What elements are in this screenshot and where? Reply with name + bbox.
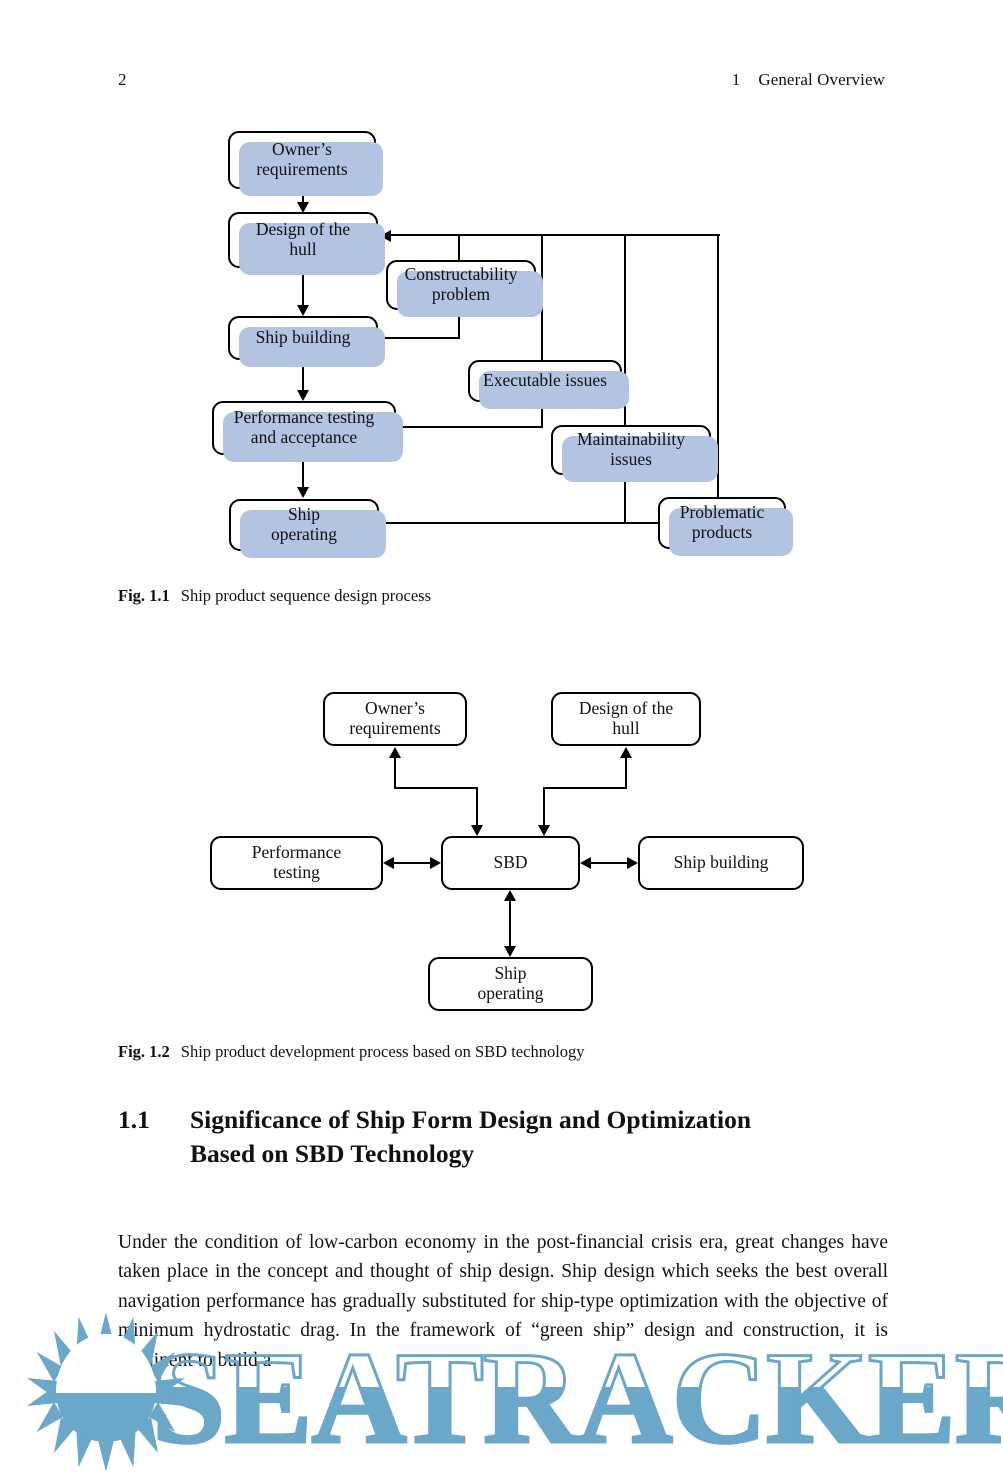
fig11-box-problematic-products: Problematic products bbox=[658, 497, 793, 556]
fig12-caption-number: Fig. 1.2 bbox=[118, 1042, 170, 1061]
fig11-box-ship-operating: Ship operating bbox=[229, 499, 386, 558]
fig12-box-design-of-the-hull: Design of the hull bbox=[551, 692, 701, 746]
fig12-performance-testing-line1: Performance bbox=[251, 842, 342, 863]
fig11-connector-owners-to-design bbox=[302, 189, 305, 205]
chapter-title: General Overview bbox=[758, 70, 885, 89]
fig12-owners-requirements-line1: Owner’s bbox=[365, 698, 425, 719]
fig12-connector-performance-sbd bbox=[394, 861, 430, 864]
fig12-connector-sbd-shipbuilding bbox=[591, 861, 627, 864]
fig11-problematic-line1: Problematic bbox=[679, 502, 765, 523]
fig11-maintainability-line1: Maintainability bbox=[577, 429, 685, 450]
fig11-caption-number: Fig. 1.1 bbox=[118, 586, 170, 605]
fig11-performance-line2: and acceptance bbox=[250, 427, 358, 447]
fig11-feedback-bus-horizontal bbox=[391, 234, 720, 237]
fig12-ship-operating-line1: Ship bbox=[494, 963, 527, 984]
section-heading: 1.1 Significance of Ship Form Design and… bbox=[118, 1103, 908, 1171]
fig11-link-shipbuilding-to-constructability bbox=[378, 337, 460, 340]
running-head: 2 1 General Overview bbox=[118, 70, 885, 94]
fig11-ship-building-label: Ship building bbox=[255, 327, 351, 348]
fig11-box-design-of-the-hull: Design of the hull bbox=[228, 212, 385, 275]
fig12-elbow-owners-requirements bbox=[394, 787, 478, 790]
fig11-riser-problematic-products bbox=[717, 234, 720, 504]
chapter-reference: 1 General Overview bbox=[732, 70, 885, 90]
fig11-performance-line1: Performance testing bbox=[233, 407, 375, 428]
fig11-connector-building-to-performance bbox=[302, 360, 305, 390]
fig11-link-performance-to-executable bbox=[396, 426, 543, 429]
fig12-box-ship-building: Ship building bbox=[638, 836, 804, 890]
fig12-design-hull-line1: Design of the bbox=[578, 698, 674, 719]
fig11-problematic-line2: products bbox=[691, 522, 753, 542]
section-title-line1: Significance of Ship Form Design and Opt… bbox=[190, 1105, 752, 1134]
fig11-box-executable-issues: Executable issues bbox=[468, 360, 629, 409]
fig12-arrowhead-to-sbd-from-design-hull bbox=[537, 825, 550, 836]
fig12-arrowhead-to-design-hull bbox=[619, 747, 632, 758]
fig12-riser-sbd-to-design-hull bbox=[543, 787, 546, 825]
fig12-drop-design-hull bbox=[625, 758, 628, 788]
fig11-executable-issues-label: Executable issues bbox=[483, 370, 607, 391]
section-title: Significance of Ship Form Design and Opt… bbox=[190, 1103, 908, 1171]
fig11-arrowhead-design-hull bbox=[296, 202, 309, 213]
section-number: 1.1 bbox=[118, 1105, 150, 1134]
fig12-arrowhead-to-ship-building bbox=[627, 857, 638, 869]
fig11-arrowhead-ship-operating bbox=[296, 487, 309, 498]
fig11-box-ship-building: Ship building bbox=[228, 316, 385, 367]
fig12-arrowhead-to-sbd-from-below bbox=[503, 890, 516, 901]
fig12-arrowhead-to-sbd-from-owners bbox=[470, 825, 483, 836]
fig11-box-maintainability-issues: Maintainability issues bbox=[551, 425, 718, 482]
fig12-ship-building-label: Ship building bbox=[673, 852, 769, 873]
fig11-constructability-line2: problem bbox=[431, 284, 491, 304]
fig11-link-shipoperating-to-maintainability bbox=[379, 522, 669, 525]
fig11-owners-requirements-line1: Owner’s bbox=[272, 139, 332, 160]
fig12-sbd-label: SBD bbox=[493, 852, 528, 873]
fig11-box-constructability-problem: Constructability problem bbox=[386, 260, 543, 317]
fig12-box-ship-operating: Ship operating bbox=[428, 957, 593, 1011]
fig12-riser-owners-requirements bbox=[394, 758, 397, 788]
fig12-drop-owners-requirements-to-sbd bbox=[476, 787, 479, 825]
fig12-performance-testing-line2: testing bbox=[273, 862, 320, 882]
fig12-arrowhead-to-sbd-from-left bbox=[430, 857, 441, 869]
fig11-arrowhead-ship-building bbox=[296, 305, 309, 316]
fig11-box-owners-requirements: Owner’s requirements bbox=[228, 131, 383, 196]
figure-1-1-caption: Fig. 1.1 Ship product sequence design pro… bbox=[118, 586, 431, 606]
fig11-ship-operating-line1: Ship bbox=[287, 504, 321, 525]
figure-1-2: Owner’s requirements Design of the hull … bbox=[210, 692, 804, 1011]
fig11-constructability-line1: Constructability bbox=[404, 264, 518, 285]
fig11-connector-design-to-building bbox=[302, 268, 305, 305]
fig11-box-performance-testing: Performance testing and acceptance bbox=[212, 401, 403, 462]
fig12-box-owners-requirements: Owner’s requirements bbox=[323, 692, 467, 746]
fig11-maintainability-line2: issues bbox=[610, 449, 652, 469]
fig11-owners-requirements-line2: requirements bbox=[256, 159, 348, 179]
fig12-arrowhead-to-owners-requirements bbox=[388, 747, 401, 758]
fig12-owners-requirements-line2: requirements bbox=[349, 718, 441, 738]
fig11-design-hull-line2: hull bbox=[289, 239, 317, 259]
fig12-design-hull-line2: hull bbox=[612, 718, 640, 738]
fig12-arrowhead-to-ship-operating bbox=[503, 946, 516, 957]
chapter-number: 1 bbox=[731, 70, 741, 89]
fig11-design-hull-line1: Design of the bbox=[255, 219, 351, 240]
page-number: 2 bbox=[118, 70, 127, 89]
fig11-arrowhead-feedback-into-design-hull bbox=[380, 229, 391, 242]
figure-1-2-caption: Fig. 1.2 Ship product development process… bbox=[118, 1042, 585, 1062]
fig11-connector-performance-to-operating bbox=[302, 455, 305, 487]
fig12-box-sbd: SBD bbox=[441, 836, 580, 890]
fig12-caption-text: Ship product development process based o… bbox=[180, 1042, 585, 1061]
fig12-connector-sbd-shipoperating bbox=[509, 901, 512, 946]
fig12-elbow-design-hull bbox=[543, 787, 627, 790]
fig11-riser-executable-issues bbox=[541, 234, 544, 428]
section-title-line2: Based on SBD Technology bbox=[190, 1138, 475, 1168]
fig11-arrowhead-performance-testing bbox=[296, 390, 309, 401]
fig11-ship-operating-line2: operating bbox=[270, 524, 338, 544]
body-paragraph: Under the condition of low-carbon econom… bbox=[118, 1231, 888, 1372]
fig11-caption-text: Ship product sequence design process bbox=[180, 586, 431, 605]
figure-1-1: Owner’s requirements Design of the hull … bbox=[0, 0, 1003, 660]
fig12-ship-operating-line2: operating bbox=[477, 983, 544, 1003]
fig12-arrowhead-to-performance-testing bbox=[383, 857, 394, 869]
fig12-arrowhead-to-sbd-from-right bbox=[580, 857, 591, 869]
fig12-box-performance-testing: Performance testing bbox=[210, 836, 383, 890]
